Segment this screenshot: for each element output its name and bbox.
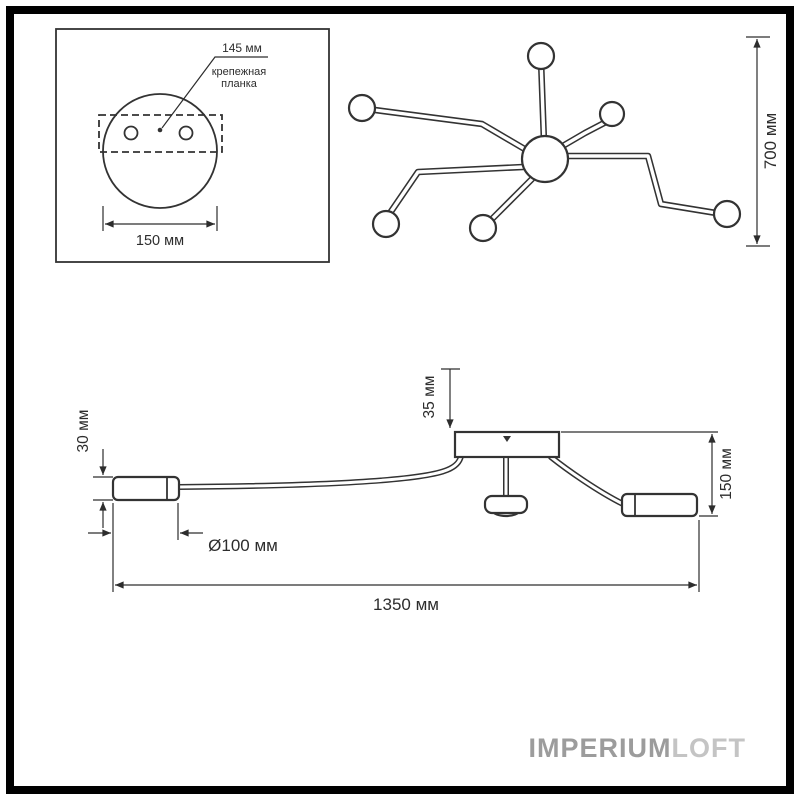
ceiling-cup-circle bbox=[102, 93, 218, 209]
ceiling-canopy bbox=[453, 430, 561, 459]
dim-label-150-plate: 150 мм bbox=[136, 233, 184, 249]
mounting-detail-panel: 145 мм крепежная планка 150 мм bbox=[55, 28, 330, 263]
logo-loft: LOFT bbox=[672, 733, 746, 763]
lamp-head-bottom bbox=[468, 213, 498, 243]
logo-imperium: IMPERIUM bbox=[529, 733, 672, 763]
lamp-head-upper-left bbox=[347, 93, 377, 123]
dim-700-depth: 700 мм bbox=[746, 36, 780, 247]
center-puck bbox=[483, 494, 529, 515]
dim-label-100: Ø100 мм bbox=[208, 536, 278, 555]
lamp-head-lower-left bbox=[371, 209, 401, 239]
lamp-head-right bbox=[712, 199, 742, 229]
top-view: 700 мм bbox=[347, 36, 780, 247]
dim-150-height: 150 мм bbox=[561, 431, 735, 517]
dim-label-145: 145 мм bbox=[222, 41, 262, 55]
dim-label-30: 30 мм bbox=[75, 410, 92, 453]
right-lamp-cylinder bbox=[620, 492, 699, 518]
left-lamp-cylinder bbox=[111, 475, 181, 502]
dim-30-left-head: 30 мм bbox=[75, 410, 113, 528]
mounting-plate-dashed bbox=[98, 114, 223, 153]
side-rods bbox=[178, 456, 623, 504]
plate-label-line1: крепежная bbox=[212, 66, 267, 78]
dim-1350-width: 1350 мм bbox=[115, 520, 700, 614]
dim-100-left-head-length: Ø100 мм bbox=[88, 503, 278, 592]
mounting-hole-right bbox=[178, 125, 194, 141]
brand-logo: IMPERIUMLOFT bbox=[529, 733, 746, 763]
canopy-center-mark bbox=[503, 436, 511, 442]
dim-label-150-side: 150 мм bbox=[718, 448, 735, 499]
hub-circle bbox=[520, 134, 570, 184]
mounting-hole-left bbox=[123, 125, 139, 141]
dim-label-1350: 1350 мм bbox=[373, 595, 439, 614]
plate-center-point bbox=[157, 127, 163, 133]
lamp-head-upper-right bbox=[598, 100, 626, 128]
dim-35-canopy: 35 мм bbox=[421, 368, 460, 428]
side-view: 35 мм 30 мм Ø100 мм 150 мм bbox=[75, 368, 735, 614]
outer-frame bbox=[6, 6, 794, 794]
plate-label-line2: планка bbox=[221, 78, 258, 90]
dim-label-35: 35 мм bbox=[421, 376, 438, 419]
dim-label-700: 700 мм bbox=[761, 113, 780, 169]
leader-line-145 bbox=[161, 56, 268, 129]
dim-150-plate: 150 мм bbox=[102, 206, 218, 249]
lamp-head-top bbox=[526, 41, 556, 71]
